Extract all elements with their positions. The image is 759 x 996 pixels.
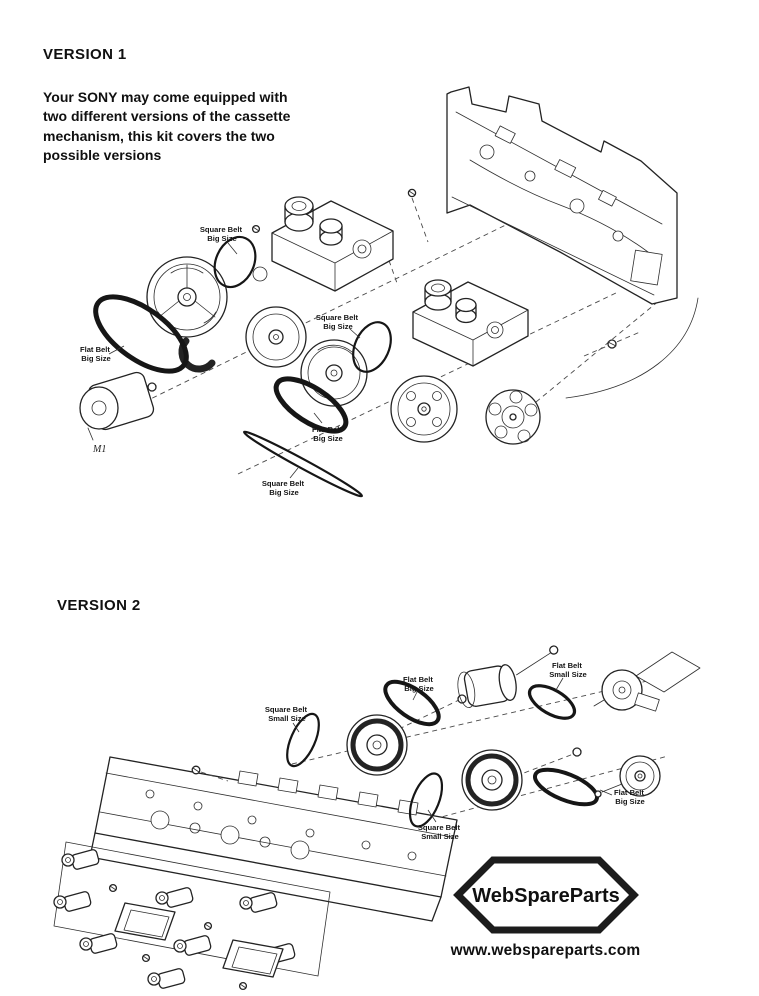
chassis-plate (89, 756, 458, 922)
webspareparts-logo: WebSpareParts (452, 856, 639, 934)
square-belt-big-1 (213, 235, 257, 289)
flywheel-1 (245, 306, 307, 368)
flat-belt-big-2 (273, 376, 349, 434)
mechanism-assembly-1 (271, 196, 394, 292)
labels-v1: Square Belt Big Size Flat Belt Big Size … (80, 225, 361, 497)
website-text: www.webspareparts.com (450, 942, 641, 959)
label-square-belt-big-long: Square Belt Big Size (262, 479, 306, 497)
scalloped-rotor (485, 389, 541, 445)
roller-drum (457, 645, 559, 709)
label-flat-belt-big-left: Flat Belt Big Size (80, 345, 112, 363)
pulley-right (594, 755, 661, 798)
label-flat-belt-big-mid: Flat Belt Big Size (312, 425, 344, 443)
square-belt-small-1 (286, 712, 320, 768)
square-belt-small-2 (408, 772, 444, 828)
square-belt-big-3 (242, 430, 364, 498)
screw-v2 (191, 765, 229, 782)
hexagon-badge (452, 856, 639, 934)
motor-v2 (593, 651, 701, 712)
bracket-parts-cluster (53, 841, 331, 991)
version1-diagram: Square Belt Big Size Flat Belt Big Size … (79, 86, 699, 498)
flat-belt-big-v2-2 (533, 767, 599, 807)
label-square-belt-big-mid: Square Belt Big Size (316, 313, 360, 331)
flywheel-v2-1 (346, 694, 467, 776)
flywheel-2 (300, 339, 368, 407)
label-flat-belt-small: Flat Belt Small Size (549, 661, 587, 679)
label-square-belt-big-top: Square Belt Big Size (200, 225, 244, 243)
logo-text: WebSpareParts (472, 885, 619, 907)
intro-text: Your SONY may come equipped with two dif… (43, 89, 291, 163)
flat-belt-big-v2-1 (383, 679, 441, 727)
label-flat-belt-big-top: Flat Belt Big Size (403, 675, 435, 693)
square-belt-big-2 (352, 321, 392, 373)
pulley-with-holes (390, 375, 458, 443)
flywheel-v2-2 (461, 747, 582, 811)
labels-v2: Square Belt Small Size Flat Belt Big Siz… (265, 661, 646, 841)
mechanism-assembly-2 (412, 279, 529, 367)
label-motor-m1: M1 (92, 444, 106, 455)
version1-title: VERSION 1 (43, 46, 127, 63)
label-flat-belt-big-right: Flat Belt Big Size (614, 788, 646, 806)
label-square-belt-small-bottom: Square Belt Small Size (418, 823, 462, 841)
flat-belt-small (527, 684, 577, 720)
label-square-belt-small-top: Square Belt Small Size (265, 705, 309, 723)
small-idler (252, 266, 268, 282)
version2-title: VERSION 2 (57, 597, 141, 614)
chassis-backplate (446, 86, 699, 399)
axis-guides-v2 (291, 677, 669, 827)
version2-diagram: Square Belt Small Size Flat Belt Big Siz… (53, 645, 701, 991)
branding: WebSpareParts www.webspareparts.com (428, 855, 663, 960)
spoked-pulley (146, 256, 228, 338)
flat-belt-big-1 (93, 294, 189, 374)
motor-m1 (79, 371, 157, 441)
